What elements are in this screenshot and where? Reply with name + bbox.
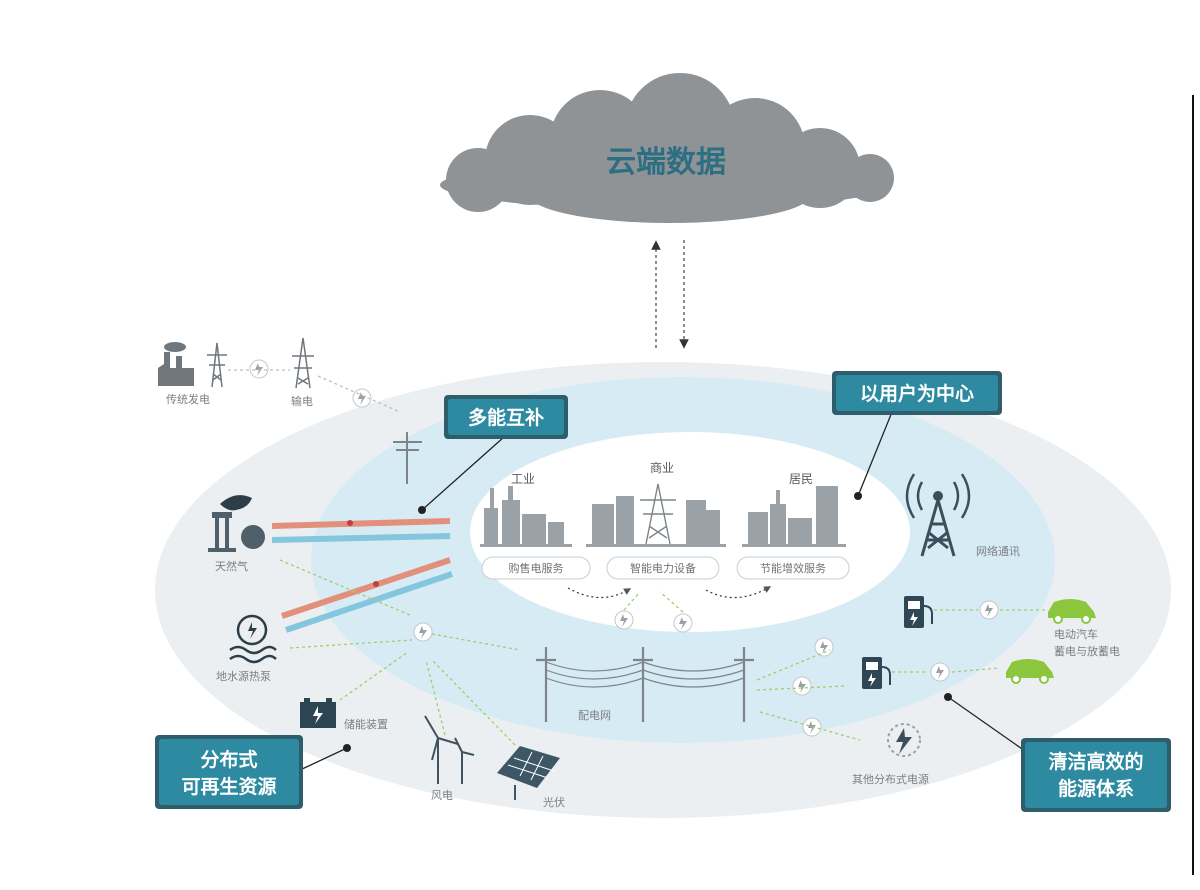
badge-user-centric: 以用户为中心 [832,371,1002,415]
cloud-data-arrows [651,240,689,349]
label-network: 网络通讯 [976,544,1020,558]
label-storage: 储能装置 [344,717,388,731]
network-tower-head [933,491,943,501]
bolt-icon [249,359,269,379]
flow-arrows-top-left [228,369,401,413]
bolt-icon [673,613,693,633]
svg-text:能源体系: 能源体系 [1058,777,1134,800]
pylon-icon-2 [292,337,314,389]
svg-text:可再生资源: 可再生资源 [181,775,276,798]
bolt-icon [614,610,634,630]
water-source-icon [229,614,277,664]
distributed-source-icon [887,723,921,757]
bolt-icon [930,662,950,682]
sector-residential-label: 居民 [789,472,813,486]
label-ev-line2: 蓄电与放蓄电 [1054,644,1120,658]
label-other-distributed: 其他分布式电源 [852,772,929,786]
bolt-icon [248,622,257,639]
cloud [440,73,894,223]
label-transmission: 输电 [291,394,313,408]
bolt-icon [413,622,433,642]
label-natural-gas: 天然气 [215,559,248,573]
svg-text:多能互补: 多能互补 [468,406,544,429]
svg-text:清洁高效的: 清洁高效的 [1048,750,1143,773]
gas-pipes [271,518,453,633]
industry-skyline-icon [480,486,572,547]
service-pill-efficiency: 节能增效服务 [736,556,850,580]
service-pill-retail: 购售电服务 [481,556,591,580]
flow-arrows-right [623,591,861,741]
ev-flow-arrows [892,609,1046,673]
utility-pole-icon [393,432,422,484]
sector-commerce-label: 商业 [650,460,674,475]
electric-car-icon [1048,599,1096,624]
factory-icon [158,342,194,386]
svg-text:智能电力设备: 智能电力设备 [630,561,696,575]
svg-text:节能增效服务: 节能增效服务 [760,561,826,575]
label-traditional-power: 传统发电 [166,392,210,406]
commerce-skyline-icon [586,496,726,547]
label-wind: 风电 [431,789,453,802]
right-edge-rule [1192,95,1194,875]
bolt-icon [814,637,834,657]
ev-charger-icon [904,596,933,628]
pylon-icon-3 [640,483,676,545]
solar-panel-icon [497,746,560,800]
label-ev-line1: 电动汽车 [1054,627,1098,641]
label-distribution: 配电网 [578,709,611,722]
svg-text:分布式: 分布式 [200,748,257,771]
badge-distributed: 分布式 可再生资源 [155,735,303,809]
gas-plant-icon [208,495,265,552]
flow-arrows-left [279,559,521,746]
electric-car-icon [1006,659,1054,684]
battery-icon [300,698,336,728]
distribution-poles [536,647,754,722]
badge-leaders [299,411,1036,771]
svg-text:购售电服务: 购售电服务 [509,561,564,575]
ev-charger-icon [862,657,891,689]
label-water-source: 地水源热泵 [216,669,271,683]
pylon-icon-1 [207,342,227,388]
label-solar: 光伏 [543,795,565,809]
sector-industry-label: 工业 [511,472,535,486]
wind-turbine-icon [424,715,475,784]
badge-complementary: 多能互补 [444,395,568,439]
svg-text:以用户为中心: 以用户为中心 [860,382,974,405]
bolt-icon [792,676,812,696]
service-arrows [567,586,772,599]
badge-clean-energy: 清洁高效的 能源体系 [1021,738,1171,812]
residential-skyline-icon [742,486,846,547]
cloud-label: 云端数据 [606,145,726,180]
badge-leader-dots [343,492,952,752]
bolt-icon [979,600,999,620]
service-pill-smart-device: 智能电力设备 [606,556,720,580]
